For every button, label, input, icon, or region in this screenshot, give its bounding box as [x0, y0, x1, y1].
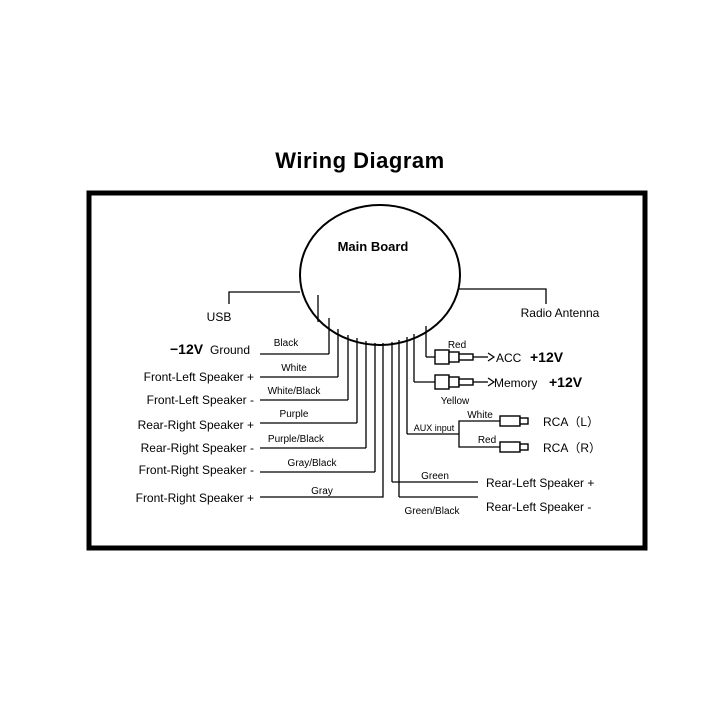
acc-wire-color: Red	[448, 340, 466, 351]
front-right-negative-label: Front-Right Speaker -	[139, 463, 254, 477]
radio-antenna-label: Radio Antenna	[521, 306, 600, 320]
rca-right-label: RCA（R）	[543, 441, 601, 455]
rca-right-wire-color: Red	[478, 435, 496, 446]
rear-left-negative-wire-color: Green/Black	[404, 506, 460, 517]
rear-right-positive-wire-color: Purple	[280, 409, 309, 420]
diagram-frame	[86, 190, 648, 551]
memory-voltage: +12V	[549, 374, 583, 390]
ground-voltage: −12V	[170, 341, 204, 357]
radio-antenna-wire	[459, 288, 547, 304]
acc-fuse-icon	[434, 349, 496, 365]
aux-input-group: AUX input White RCA（L） Red RCA（R）	[407, 410, 601, 455]
rca-right-wire	[458, 434, 500, 448]
front-left-negative-label: Front-Left Speaker -	[147, 393, 254, 407]
rear-right-negative-wire-color: Purple/Black	[268, 434, 325, 445]
front-right-positive-wire	[260, 343, 384, 498]
board-wire-stubs	[317, 295, 427, 497]
left-wire-group: White Front-Left Speaker + White/Black F…	[136, 343, 384, 505]
rear-left-positive-label: Rear-Left Speaker +	[486, 476, 594, 490]
diagram-title: Wiring Diagram	[275, 148, 445, 173]
acc-label: ACC	[496, 351, 522, 365]
ground-label: Ground	[210, 343, 250, 357]
main-board-label: Main Board	[338, 239, 409, 254]
memory-fuse-icon	[434, 374, 496, 390]
aux-input-label: AUX input	[414, 423, 455, 433]
front-left-positive-wire-color: White	[281, 363, 307, 374]
rear-left-positive-wire-color: Green	[421, 471, 449, 482]
rca-left-plug-icon	[499, 415, 529, 427]
rear-left-negative-label: Rear-Left Speaker -	[486, 500, 591, 514]
front-right-negative-wire-color: Gray/Black	[288, 458, 338, 469]
memory-label: Memory	[494, 376, 537, 390]
memory-wire-color: Yellow	[441, 396, 470, 407]
front-left-negative-wire-color: White/Black	[268, 386, 322, 397]
rear-right-negative-label: Rear-Right Speaker -	[141, 441, 254, 455]
rear-right-positive-label: Rear-Right Speaker +	[138, 418, 254, 432]
ground-wire-color: Black	[274, 338, 299, 349]
front-right-positive-label: Front-Right Speaker +	[136, 491, 254, 505]
acc-voltage: +12V	[530, 349, 564, 365]
usb-wire	[228, 291, 300, 304]
front-left-positive-label: Front-Left Speaker +	[144, 370, 254, 384]
main-board-circle	[299, 204, 461, 346]
rca-left-wire-color: White	[467, 410, 493, 421]
rca-right-plug-icon	[499, 441, 529, 453]
rca-left-wire	[458, 420, 500, 434]
front-right-positive-wire-color: Gray	[311, 486, 333, 497]
usb-label: USB	[207, 310, 232, 324]
rca-left-label: RCA（L）	[543, 415, 599, 429]
